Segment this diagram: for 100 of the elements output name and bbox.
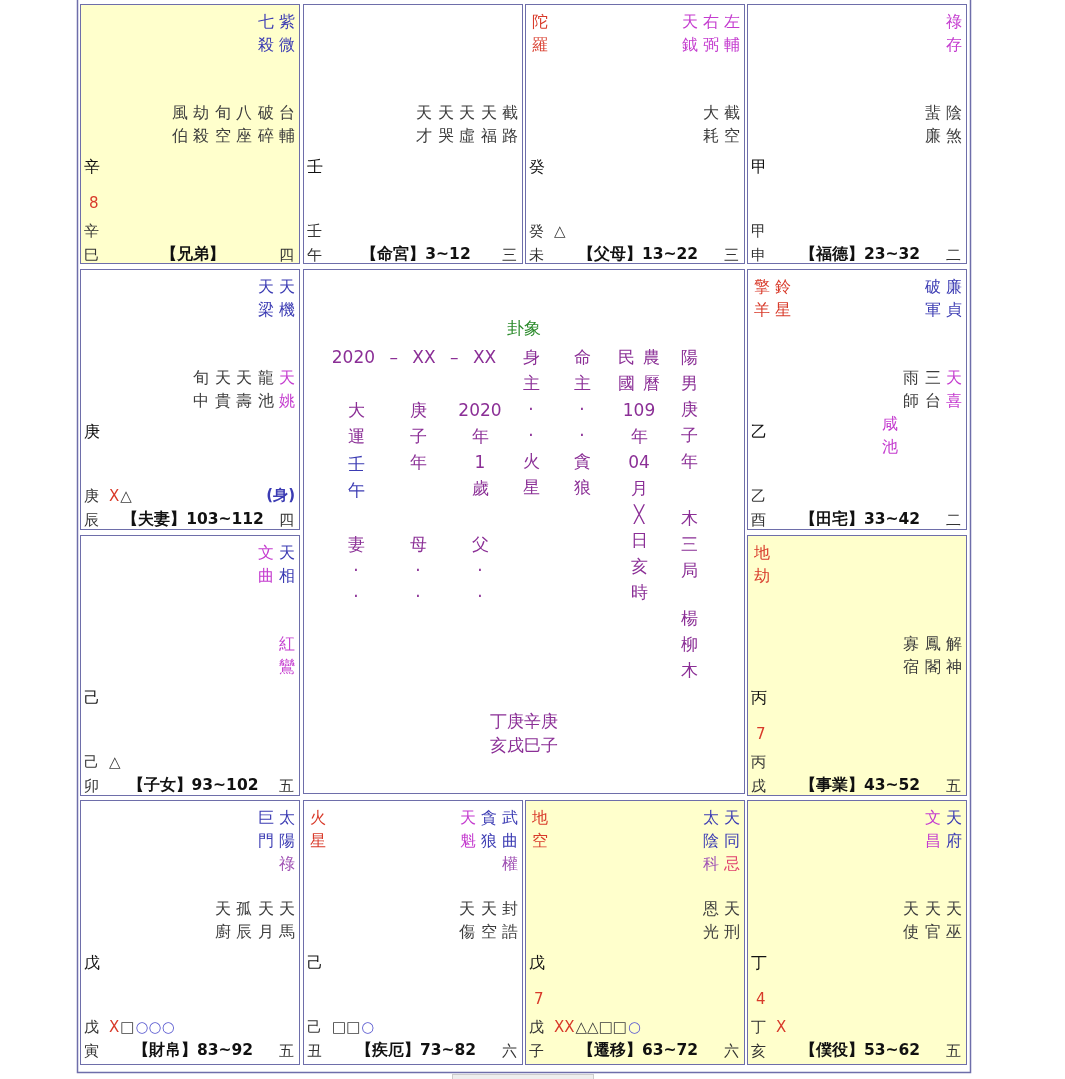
- heavenly-stem: 己: [84, 687, 100, 709]
- heavenly-stem: 丙: [751, 687, 767, 709]
- star-name: 左輔: [723, 10, 741, 56]
- palace-cell: [80, 800, 300, 1065]
- heavenly-stem: 甲: [751, 156, 767, 178]
- palace-numeral: 五: [279, 776, 294, 797]
- branch-label: 巳: [84, 245, 99, 266]
- star-name: 天府: [945, 806, 963, 852]
- palace-numeral: 五: [946, 1041, 961, 1062]
- star-name: 武曲: [501, 806, 519, 852]
- star-name: 天梁: [257, 275, 275, 321]
- palace-numeral: 二: [946, 510, 961, 531]
- transformation-mark: 權: [501, 852, 519, 875]
- star-name: 旬中: [192, 366, 210, 412]
- star-name: 截空: [723, 101, 741, 147]
- star-name: 鳳閣: [923, 632, 942, 678]
- star-name: 祿存: [945, 10, 963, 56]
- stem-label: 丙: [751, 752, 766, 773]
- palace-name: 【子女】93~102: [127, 775, 259, 796]
- symbol-marks: X: [776, 1017, 787, 1038]
- palace-cell: [747, 800, 967, 1065]
- heavenly-stem: 戊: [84, 952, 100, 974]
- palace-numeral: 五: [279, 1041, 294, 1062]
- star-name: 孤辰: [235, 897, 253, 943]
- symbol-marks: ○○○: [135, 1017, 175, 1038]
- star-name: 天刑: [723, 897, 741, 943]
- palace-name: 【福德】23~32: [799, 244, 921, 265]
- info-column: 農曆: [640, 344, 662, 396]
- star-name: 紅鸞: [278, 632, 296, 678]
- palace-numeral: 三: [502, 245, 517, 266]
- star-name: 天官: [923, 897, 942, 943]
- star-name: 天姚: [278, 366, 296, 412]
- palace-name: 【父母】13~22: [577, 244, 699, 265]
- info-column: 陽男庚子年: [666, 344, 712, 474]
- symbol-marks: XX: [554, 1017, 575, 1038]
- palace-name: 【僕役】53~62: [799, 1040, 921, 1061]
- body-marker: (身): [266, 485, 295, 506]
- info-text: 2020 – XX – XX: [331, 346, 497, 368]
- star-name: 紫微: [278, 10, 296, 56]
- heavenly-stem: 己: [307, 952, 323, 974]
- star-name: 天機: [278, 275, 296, 321]
- palace-cell: [747, 269, 967, 530]
- star-name: 巨門: [257, 806, 275, 852]
- branch-label: 卯: [84, 776, 99, 797]
- star-name: 天哭: [436, 101, 455, 147]
- star-name: 文昌: [924, 806, 942, 852]
- number-label: 8: [89, 193, 99, 214]
- stem-label: 辛: [84, 221, 99, 242]
- heavenly-stem: 辛: [84, 156, 100, 178]
- star-name: 天月: [256, 897, 275, 943]
- star-name: 天馬: [278, 897, 296, 943]
- branch-label: 酉: [751, 510, 766, 531]
- star-name: 擎羊: [753, 275, 771, 321]
- stem-label: 戊: [529, 1017, 544, 1038]
- stem-label: 丁: [751, 1017, 766, 1038]
- info-column: 木三局: [666, 505, 712, 583]
- heavenly-stem: 戊: [529, 952, 545, 974]
- star-name: 天魁: [459, 806, 477, 852]
- heavenly-stem: 壬: [307, 156, 323, 178]
- palace-numeral: 三: [724, 245, 739, 266]
- palace-name: 【兄弟】: [161, 244, 225, 265]
- stem-label: 癸: [529, 221, 544, 242]
- star-name: 天福: [479, 101, 498, 147]
- palace-numeral: 二: [946, 245, 961, 266]
- star-name: 地劫: [753, 541, 771, 587]
- palace-cell: [303, 4, 523, 264]
- star-name: 天貴: [213, 366, 232, 412]
- palace-cell: [80, 4, 300, 264]
- symbol-marks: X: [109, 486, 120, 507]
- palace-name: 【遷移】63~72: [577, 1040, 699, 1061]
- star-name: 天同: [723, 806, 741, 852]
- transformation-mark: 忌: [723, 852, 741, 875]
- star-name: 天空: [479, 897, 498, 943]
- palace-numeral: 五: [946, 776, 961, 797]
- palace-cell: [80, 535, 300, 796]
- stem-label: 壬: [307, 221, 322, 242]
- star-name: 雨師: [902, 366, 920, 412]
- heavenly-stem: 庚: [84, 421, 100, 443]
- info-column: 2020年1歲: [457, 397, 503, 501]
- heavenly-stem: 乙: [751, 421, 767, 443]
- star-name: 天廚: [213, 897, 232, 943]
- palace-cell: [80, 269, 300, 530]
- star-name: 截路: [501, 101, 519, 147]
- palace-cell: [747, 535, 967, 796]
- symbol-marks: □: [120, 1017, 135, 1038]
- star-name: 破碎: [256, 101, 275, 147]
- symbol-marks: △: [120, 486, 132, 507]
- branch-label: 未: [529, 245, 544, 266]
- star-name: 陰煞: [945, 101, 963, 147]
- info-column: 楊柳木: [666, 605, 712, 683]
- stem-label: 庚: [84, 486, 99, 507]
- star-name: 廉貞: [945, 275, 963, 321]
- star-name: 風伯: [170, 101, 189, 147]
- number-label: 7: [756, 724, 766, 745]
- star-name: 文曲: [257, 541, 275, 587]
- chart-title: 卦象: [507, 317, 541, 339]
- info-column: 民國: [615, 344, 637, 396]
- palace-cell: [525, 800, 745, 1065]
- branch-label: 辰: [84, 510, 99, 531]
- star-name: 封誥: [501, 897, 519, 943]
